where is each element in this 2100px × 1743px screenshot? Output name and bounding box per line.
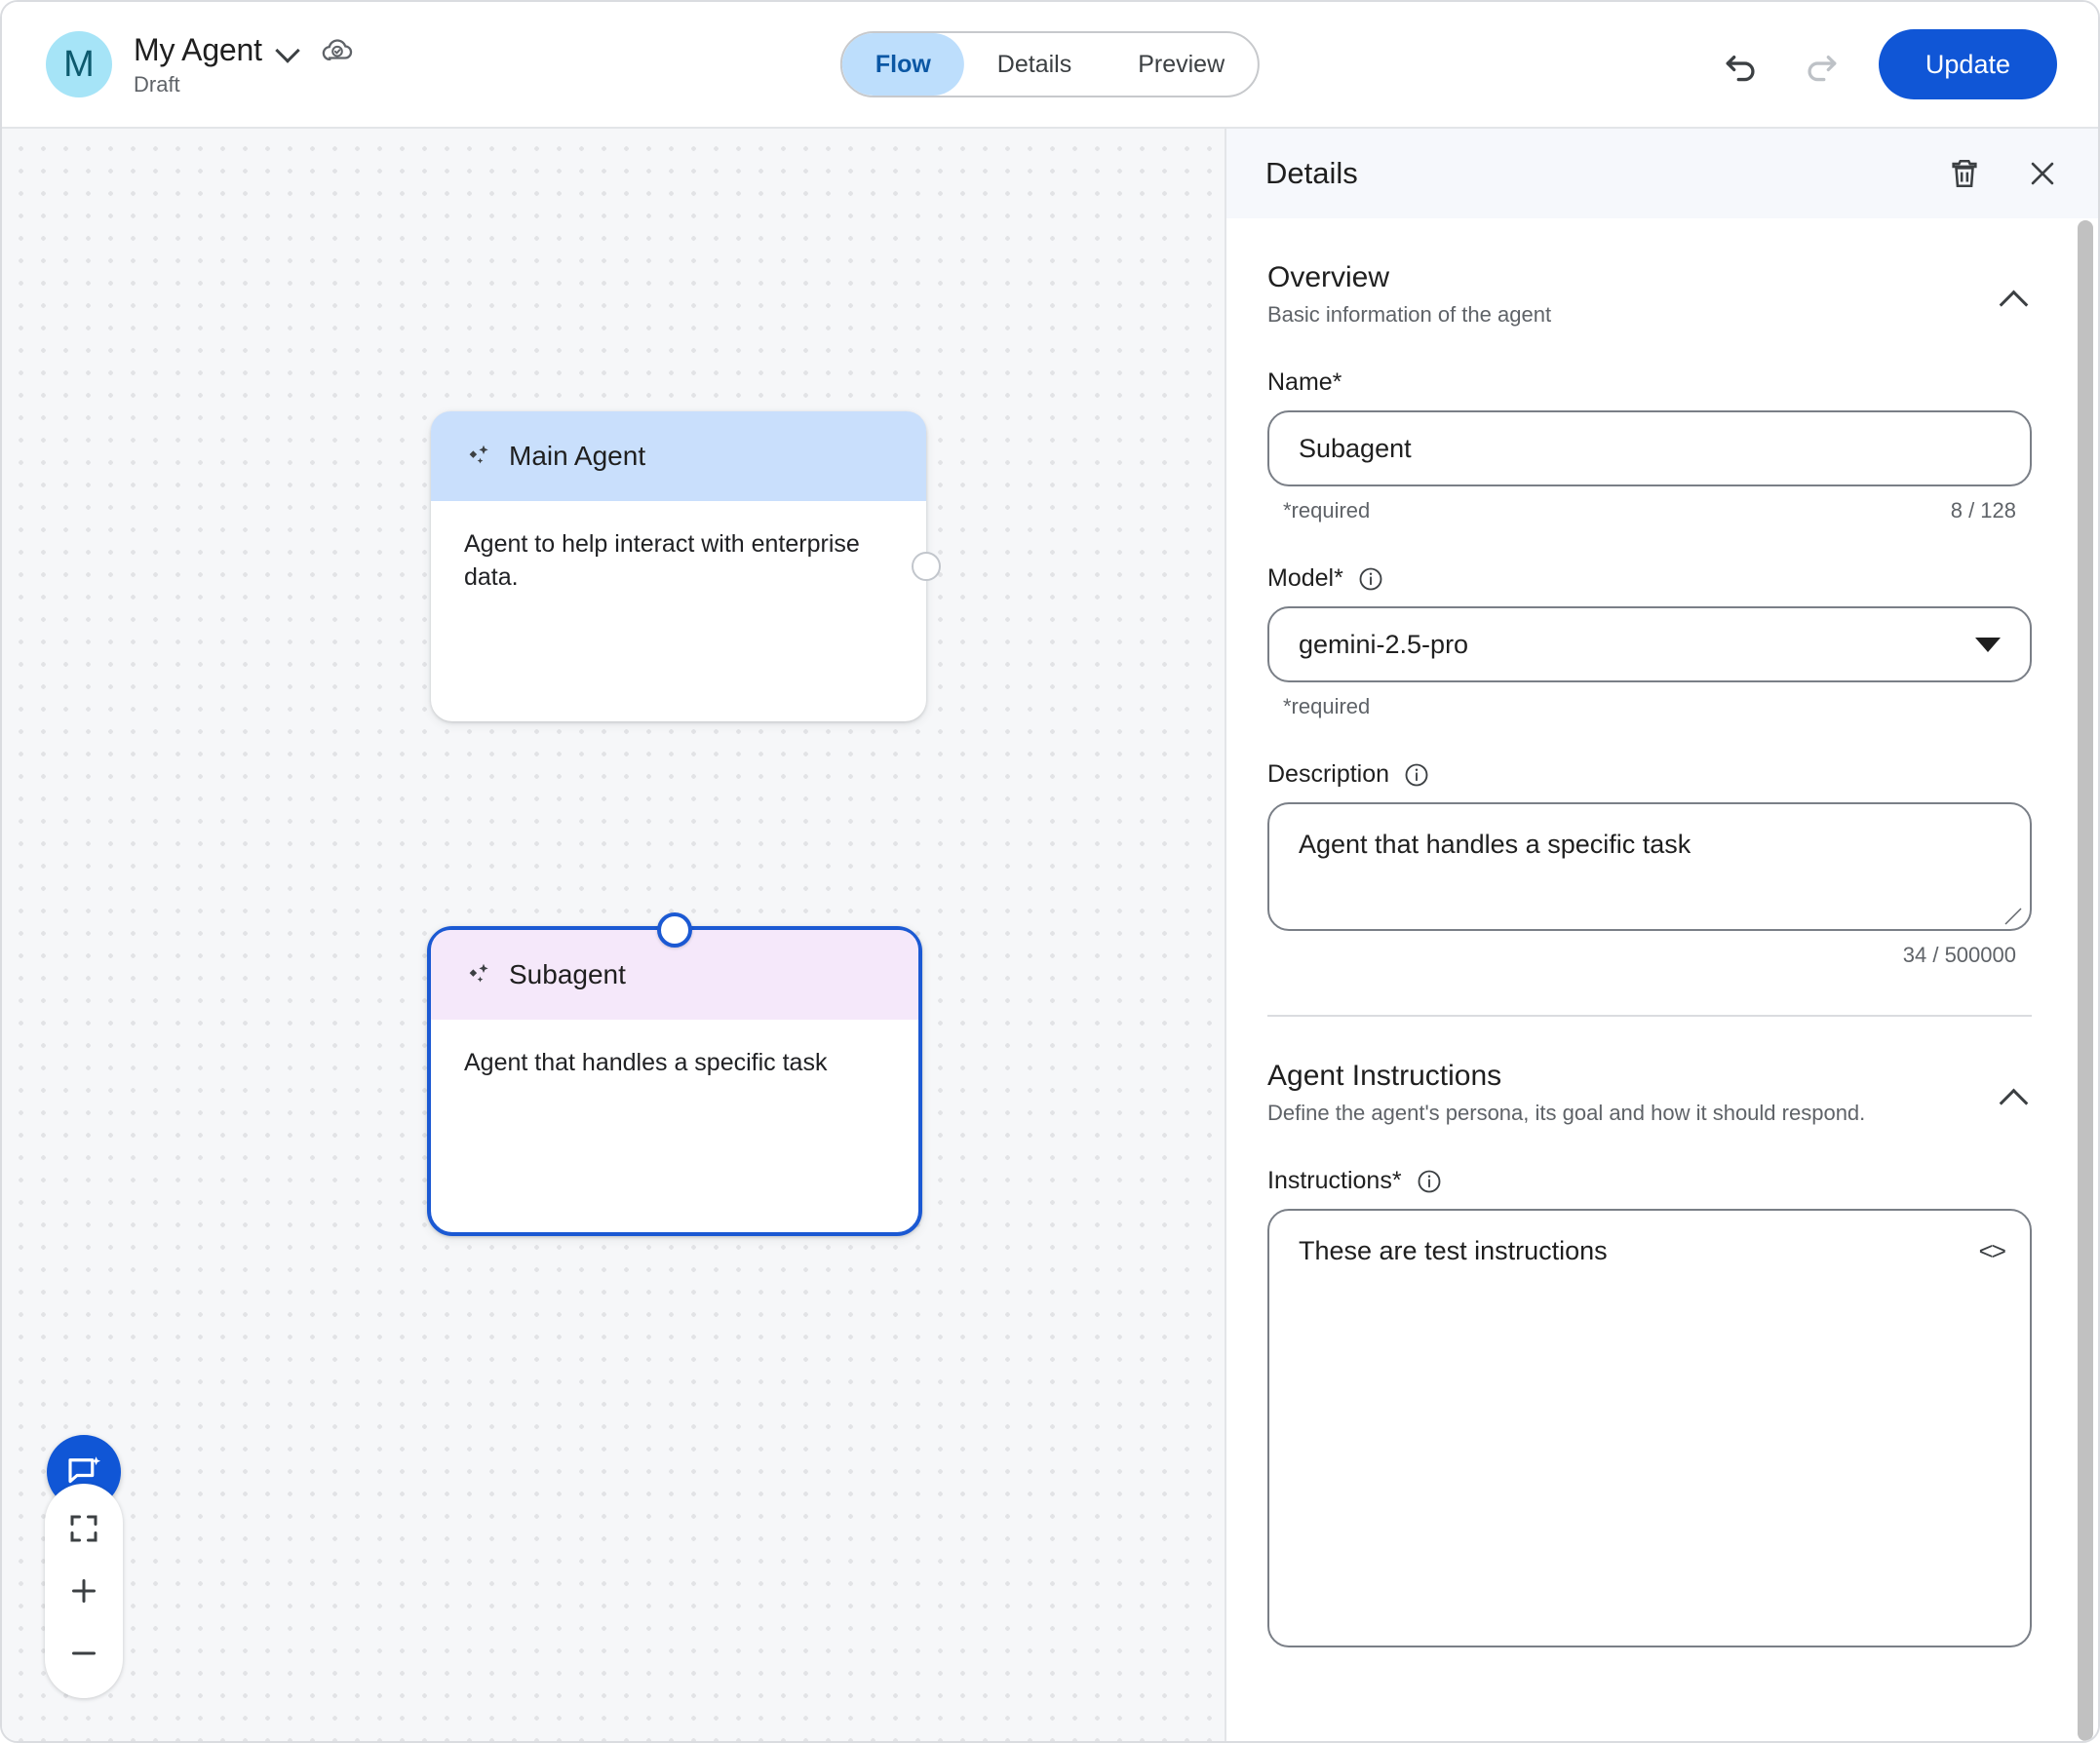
tab-details[interactable]: Details: [996, 50, 1072, 78]
update-button[interactable]: Update: [1878, 29, 2057, 99]
undo-icon[interactable]: [1719, 42, 1764, 87]
instructions-label: Instructions*: [1267, 1167, 1402, 1194]
cloud-check-icon: [321, 33, 354, 66]
zoom-controls: [45, 1484, 123, 1698]
description-counter: 34 / 500000: [1902, 943, 2016, 967]
agent-instructions-subtitle: Define the agent's persona, its goal and…: [1267, 1101, 1866, 1125]
overview-title: Overview: [1267, 261, 1390, 293]
tab-preview[interactable]: Preview: [1138, 50, 1225, 78]
avatar: M: [46, 31, 112, 97]
panel-scrollbar[interactable]: [2078, 220, 2093, 1741]
redo-icon[interactable]: [1799, 42, 1844, 87]
field-model: Model* gemini-2.5-pro *required: [1267, 564, 2032, 719]
instructions-textarea[interactable]: These are test instructions <>: [1267, 1209, 2032, 1647]
field-instructions: Instructions* These are test instruction…: [1267, 1167, 2032, 1647]
top-bar: M My Agent Draft Flow D: [2, 2, 2098, 129]
node-header: Main Agent: [431, 411, 926, 501]
minus-icon[interactable]: [57, 1626, 111, 1681]
node-main-agent[interactable]: Main Agent Agent to help interact with e…: [431, 411, 941, 721]
code-brackets-icon[interactable]: <>: [1978, 1236, 2006, 1265]
section-divider: [1267, 1015, 2032, 1017]
agent-instructions-title: Agent Instructions: [1267, 1060, 1502, 1092]
tab-flow[interactable]: Flow: [841, 33, 964, 96]
plus-icon[interactable]: [57, 1564, 111, 1618]
field-description: Description Agent that handles a specifi…: [1267, 760, 2032, 968]
resize-handle[interactable]: [2001, 902, 2022, 925]
name-input[interactable]: Subagent: [1267, 410, 2032, 486]
trash-icon[interactable]: [1942, 151, 1987, 196]
agent-status-label: Draft: [134, 71, 180, 97]
name-required-hint: *required: [1283, 498, 1371, 523]
info-icon[interactable]: [1403, 761, 1430, 789]
details-panel-body: Overview Basic information of the agent …: [1226, 218, 2073, 1741]
node-description: Agent to help interact with enterprise d…: [464, 530, 860, 591]
close-icon[interactable]: [2020, 151, 2065, 196]
model-label: Model*: [1267, 564, 1343, 592]
sparkle-icon: [464, 442, 493, 471]
name-input-value: Subagent: [1299, 433, 1412, 463]
node-description: Agent that handles a specific task: [464, 1049, 828, 1076]
chevron-up-icon[interactable]: [1999, 1081, 2032, 1114]
node-output-handle[interactable]: [912, 552, 941, 581]
name-counter: 8 / 128: [1950, 498, 2016, 523]
chevron-down-icon[interactable]: [276, 37, 301, 62]
sparkle-icon: [464, 960, 493, 989]
description-textarea-value: Agent that handles a specific task: [1299, 830, 1692, 859]
info-icon[interactable]: [1357, 565, 1384, 593]
caret-down-icon: [1975, 637, 2001, 652]
page-title: My Agent: [134, 31, 262, 67]
fit-screen-icon[interactable]: [57, 1501, 111, 1556]
name-label: Name*: [1267, 368, 1342, 396]
details-panel-title: Details: [1265, 156, 1358, 190]
info-icon[interactable]: [1416, 1168, 1443, 1195]
model-required-hint: *required: [1283, 694, 1371, 718]
node-title: Main Agent: [509, 441, 646, 471]
overview-subtitle: Basic information of the agent: [1267, 302, 1552, 327]
field-name: Name* Subagent *required 8 / 128: [1267, 368, 2032, 523]
description-label: Description: [1267, 760, 1390, 788]
model-select[interactable]: gemini-2.5-pro: [1267, 606, 2032, 682]
view-tabs: Flow Details Preview: [839, 31, 1261, 97]
model-select-value: gemini-2.5-pro: [1299, 629, 1469, 659]
details-panel: Details Overview Basic informatio: [1225, 129, 2098, 1741]
flow-canvas[interactable]: Main Agent Agent to help interact with e…: [2, 129, 1225, 1741]
top-bar-actions: Update: [1719, 29, 2057, 99]
instructions-textarea-value: These are test instructions: [1299, 1236, 1608, 1265]
chevron-up-icon[interactable]: [1999, 283, 2032, 316]
agent-brand: M My Agent Draft: [46, 31, 354, 97]
section-overview: Overview Basic information of the agent …: [1226, 218, 2073, 968]
section-agent-instructions: Agent Instructions Define the agent's pe…: [1226, 1017, 2073, 1647]
agent-identity: My Agent Draft: [134, 32, 354, 97]
node-subagent[interactable]: Subagent Agent that handles a specific t…: [427, 912, 922, 1236]
node-input-handle[interactable]: [657, 912, 692, 948]
node-title: Subagent: [509, 959, 626, 989]
details-panel-header: Details: [1226, 129, 2098, 218]
description-textarea[interactable]: Agent that handles a specific task: [1267, 802, 2032, 931]
